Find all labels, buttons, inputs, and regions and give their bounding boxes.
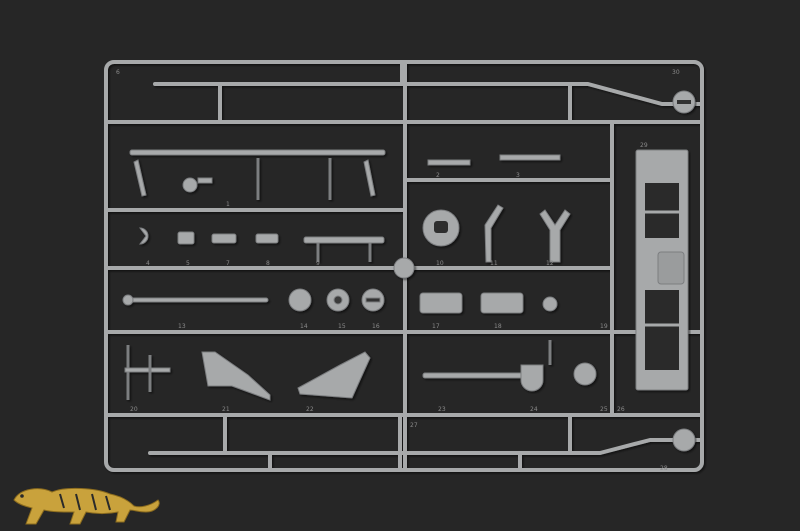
part-tag: 14 <box>300 323 308 330</box>
part-tag: 17 <box>432 323 440 330</box>
part-tag: 12 <box>546 260 554 267</box>
parts-lower-right <box>422 340 597 392</box>
part-tag: 4 <box>146 260 150 267</box>
part-tag: 15 <box>338 323 346 330</box>
parts-upper-right <box>422 154 571 263</box>
parts-row2-left <box>138 227 385 262</box>
part-tag: 20 <box>130 406 138 413</box>
part-tag: 21 <box>222 406 230 413</box>
parts-row3 <box>122 257 558 314</box>
part-tag: 13 <box>178 323 186 330</box>
part-tag: 22 <box>306 406 314 413</box>
parts-lower-left <box>124 345 371 401</box>
side-discs <box>672 90 696 452</box>
part-tag: 19 <box>600 323 608 330</box>
part-tag: 27 <box>410 422 418 429</box>
part-tag: 29 <box>640 142 648 149</box>
part-tag: 28 <box>660 465 668 472</box>
part-tag: 25 <box>600 406 608 413</box>
part-tag: 11 <box>490 260 498 267</box>
part-tag: 5 <box>186 260 190 267</box>
part-tag: 3 <box>516 172 520 179</box>
part-tag: 7 <box>226 260 230 267</box>
parts-upper-left <box>129 149 386 200</box>
part-tag: 9 <box>316 260 320 267</box>
part-tag: 24 <box>530 406 538 413</box>
part-tag: 10 <box>436 260 444 267</box>
part-tag: 23 <box>438 406 446 413</box>
part-tag: 30 <box>672 69 680 76</box>
part-tag: 6 <box>116 69 120 76</box>
part-tag: 1 <box>226 201 230 208</box>
side-panel <box>635 149 689 391</box>
tiger-logo-icon <box>13 487 160 525</box>
part-tag: 26 <box>617 406 625 413</box>
part-tag: 16 <box>372 323 380 330</box>
part-number-tags: 6 30 1 2 3 4 5 7 8 9 10 11 12 13 14 15 1… <box>116 69 680 472</box>
part-tag: 18 <box>494 323 502 330</box>
part-tag: 8 <box>266 260 270 267</box>
part-tag: 2 <box>436 172 440 179</box>
